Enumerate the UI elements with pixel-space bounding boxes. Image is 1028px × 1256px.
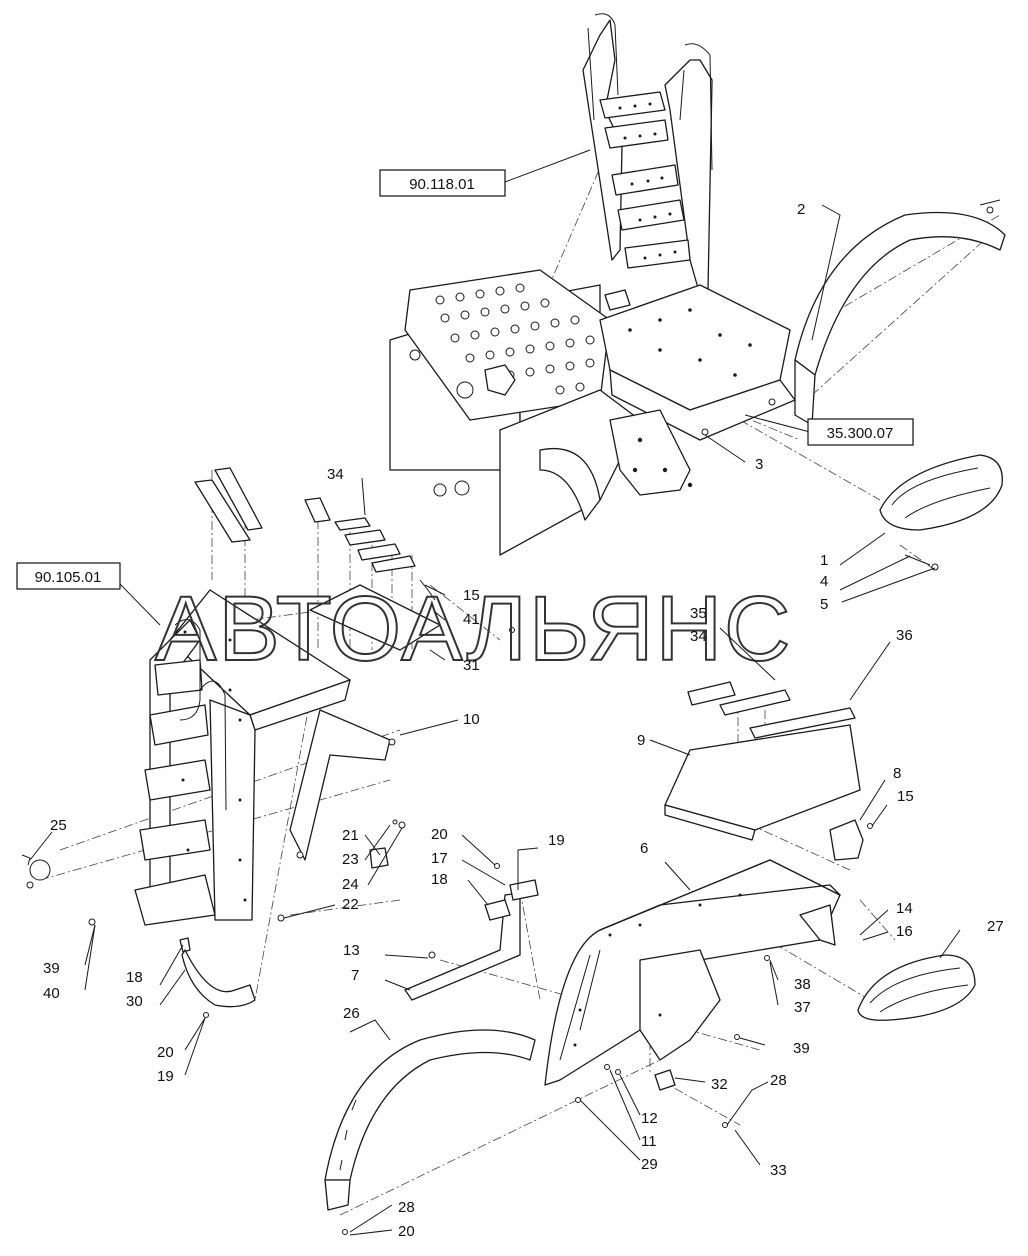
callout-label: 12 xyxy=(641,1110,658,1127)
leader-lines xyxy=(29,149,961,1236)
callout-label: 19 xyxy=(157,1068,174,1085)
callout-label: 5 xyxy=(820,596,828,613)
callout-label: 32 xyxy=(711,1076,728,1093)
callout-label: 39 xyxy=(43,960,60,977)
callout-label: 29 xyxy=(641,1156,658,1173)
callout-label: 18 xyxy=(126,969,143,986)
callout-label: 10 xyxy=(463,711,480,728)
callout-label: 38 xyxy=(794,976,811,993)
callout-label: 40 xyxy=(43,985,60,1002)
callout-label: 6 xyxy=(640,840,648,857)
clip-8 xyxy=(829,819,873,861)
main-platform-assembly xyxy=(389,269,796,556)
callout-label: 35 xyxy=(690,605,707,622)
callout-numbers: 2 3 34 1 4 5 15 41 31 35 34 36 10 9 8 15… xyxy=(43,201,1004,1240)
callout-label: 4 xyxy=(820,573,828,590)
callout-label: 20 xyxy=(157,1044,174,1061)
callout-label: 18 xyxy=(431,871,448,888)
callout-label: 23 xyxy=(342,851,359,868)
callout-label: 19 xyxy=(548,832,565,849)
callout-label: 22 xyxy=(342,896,359,913)
front-fender-arc-26 xyxy=(324,1029,536,1235)
callout-label: 11 xyxy=(641,1133,657,1150)
callout-label: 41 xyxy=(463,611,480,628)
callout-label: 20 xyxy=(398,1223,415,1240)
lamp-housing-27 xyxy=(857,954,976,1021)
front-fender-6 xyxy=(544,859,841,1128)
cover-panel-9 xyxy=(664,724,861,841)
callout-label: 21 xyxy=(342,827,359,844)
watermark: АВТОАЛЬЯНС xyxy=(155,578,793,680)
callout-label: 15 xyxy=(463,587,480,604)
svg-text:90.118.01: 90.118.01 xyxy=(409,176,475,193)
callout-label: 17 xyxy=(431,850,448,867)
callout-label: 28 xyxy=(770,1072,787,1089)
bracket-10 xyxy=(289,709,406,869)
upper-ladder xyxy=(582,13,713,296)
callout-label: 8 xyxy=(893,765,901,782)
callout-label: 16 xyxy=(896,923,913,940)
svg-text:35.300.07: 35.300.07 xyxy=(827,425,894,442)
svg-text:90.105.01: 90.105.01 xyxy=(35,569,102,586)
callout-label: 20 xyxy=(431,826,448,843)
callout-label: 39 xyxy=(793,1040,810,1057)
callout-label: 37 xyxy=(794,999,811,1016)
callout-label: 14 xyxy=(896,900,913,917)
reference-box-90-105-01[interactable]: 90.105.01 xyxy=(16,562,121,590)
callout-label: 1 xyxy=(820,552,828,569)
callout-label: 27 xyxy=(987,918,1004,935)
lamp-housing-1 xyxy=(879,454,1003,571)
callout-label: 24 xyxy=(342,876,359,893)
callout-label: 28 xyxy=(398,1199,415,1216)
callout-label: 13 xyxy=(343,942,360,959)
callout-label: 34 xyxy=(690,628,707,645)
callout-label: 36 xyxy=(896,627,913,644)
reference-box-35-300-07[interactable]: 35.300.07 xyxy=(807,418,914,446)
decal-strips-upper xyxy=(194,467,416,573)
callout-label: 7 xyxy=(351,967,359,984)
callout-label: 25 xyxy=(50,817,67,834)
left-step-assembly xyxy=(134,589,351,926)
decal-strips-right xyxy=(687,681,856,739)
support-bar-7 xyxy=(404,863,539,1001)
callout-label: 34 xyxy=(327,466,344,483)
callout-label: 30 xyxy=(126,993,143,1010)
callout-label: 15 xyxy=(897,788,914,805)
cover-plate-31 xyxy=(309,579,515,651)
callout-label: 26 xyxy=(343,1005,360,1022)
rear-fender-arc-2 xyxy=(701,199,1006,436)
callout-label: 31 xyxy=(463,657,480,674)
callout-label: 3 xyxy=(755,456,763,473)
callout-label: 9 xyxy=(637,732,645,749)
left-fasteners xyxy=(21,854,285,1018)
callout-label: 2 xyxy=(797,201,805,218)
callout-label: 33 xyxy=(770,1162,787,1179)
reference-box-90-118-01[interactable]: 90.118.01 xyxy=(379,169,506,197)
